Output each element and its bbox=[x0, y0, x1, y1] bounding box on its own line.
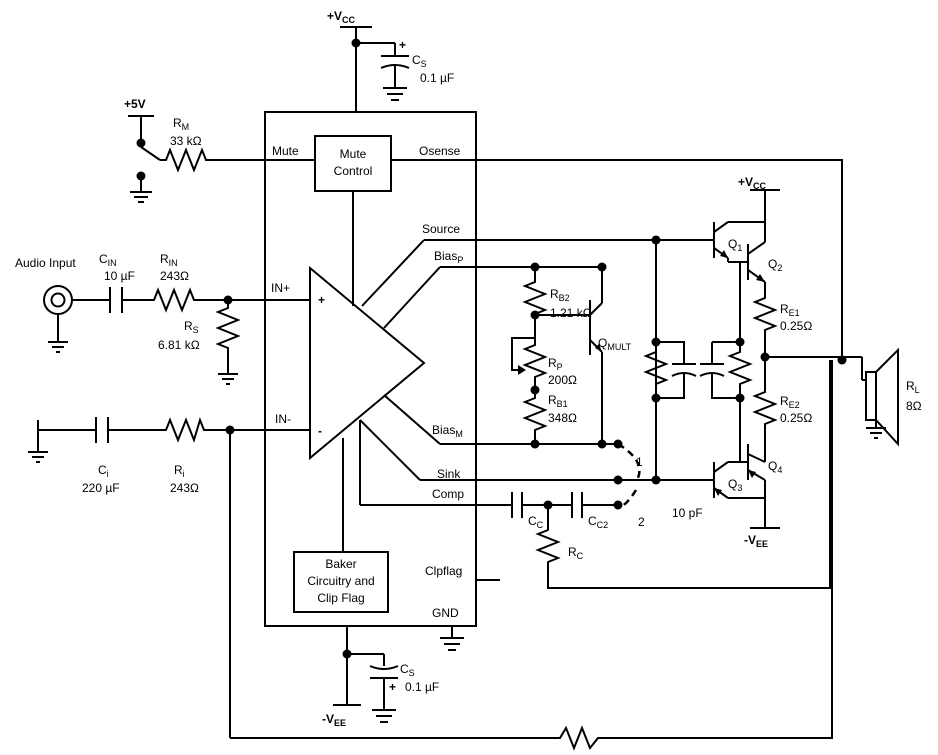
rc-name: RC bbox=[568, 545, 584, 561]
rm-name: RM bbox=[173, 116, 189, 132]
rp-value: 200Ω bbox=[548, 373, 577, 387]
rp-resistor[interactable] bbox=[522, 315, 548, 390]
rin-resistor bbox=[150, 287, 265, 313]
driver-resistor-left bbox=[643, 342, 669, 398]
sink-node[interactable] bbox=[613, 475, 623, 485]
pin-comp-label: Comp bbox=[432, 487, 464, 501]
rm-value: 33 kΩ bbox=[170, 134, 202, 148]
cin-value: 10 µF bbox=[104, 269, 135, 283]
vcc-right-label: +VCC bbox=[738, 175, 767, 191]
driver-resistor-right bbox=[727, 342, 753, 398]
rb2-value: 1.21 kΩ bbox=[550, 306, 592, 320]
rb1-value: 348Ω bbox=[548, 411, 577, 425]
rs-resistor bbox=[215, 300, 241, 374]
mute-control-line1: Mute bbox=[340, 147, 367, 161]
jumper-2-label: 2 bbox=[638, 515, 645, 529]
re1-resistor bbox=[752, 282, 778, 357]
ci-value: 220 µF bbox=[82, 481, 120, 495]
cc-name: CC bbox=[528, 514, 544, 530]
ic-body bbox=[264, 111, 477, 627]
baker-line2: Circuitry and bbox=[307, 574, 374, 588]
pin-inminus-label: IN- bbox=[275, 412, 291, 426]
pin-source-label: Source bbox=[422, 222, 460, 236]
vee-bottom-label: -VEE bbox=[322, 712, 346, 728]
vee-right-label: -VEE bbox=[744, 533, 768, 549]
rin-name: RIN bbox=[160, 252, 178, 268]
re2-name: RE2 bbox=[780, 394, 800, 410]
q4-name: Q4 bbox=[768, 459, 782, 475]
cs-bottom-plus: + bbox=[389, 680, 396, 694]
rs-name: RS bbox=[184, 319, 199, 335]
rb2-name: RB2 bbox=[550, 287, 570, 303]
cs-bottom-value: 0.1 µF bbox=[405, 680, 439, 694]
cin-name: CIN bbox=[99, 252, 117, 268]
q2-name: Q2 bbox=[768, 257, 782, 273]
re2-resistor bbox=[752, 357, 778, 462]
plus5v-label: +5V bbox=[124, 97, 146, 111]
q3-name: Q3 bbox=[728, 477, 742, 493]
cs-top-plus: + bbox=[399, 38, 406, 52]
speaker-cone bbox=[875, 347, 899, 447]
re1-value: 0.25Ω bbox=[780, 319, 812, 333]
cs-bottom-plate1 bbox=[369, 665, 399, 670]
cap-10pf-label: 10 pF bbox=[672, 506, 703, 520]
cc2-name: CC2 bbox=[588, 514, 608, 530]
pin-osense-label: Osense bbox=[419, 144, 461, 158]
re2-value: 0.25Ω bbox=[780, 411, 812, 425]
cs-top-plate2 bbox=[380, 64, 410, 69]
audio-jack-outer[interactable] bbox=[43, 285, 73, 315]
cs-top-name: CS bbox=[412, 53, 427, 69]
rb1-name: RB1 bbox=[548, 393, 568, 409]
baker-line3: Clip Flag bbox=[317, 591, 364, 605]
jumper-node-bottom[interactable] bbox=[613, 500, 623, 510]
opamp-triangle bbox=[309, 265, 426, 461]
feedback-resistor bbox=[230, 360, 833, 751]
rs-value: 6.81 kΩ bbox=[158, 338, 200, 352]
jumper-1-dashed bbox=[617, 442, 641, 483]
cs-top-value: 0.1 µF bbox=[420, 71, 454, 85]
jumper-1-label: 1 bbox=[636, 455, 643, 469]
rp-name: RP bbox=[548, 356, 563, 372]
rl-name: RL bbox=[906, 379, 920, 395]
rm-resistor bbox=[160, 147, 210, 173]
rl-value: 8Ω bbox=[906, 399, 922, 413]
baker-line1: Baker bbox=[325, 557, 356, 571]
pin-gnd-label: GND bbox=[432, 606, 459, 620]
mute-switch-lever[interactable] bbox=[140, 146, 161, 161]
baker-circuitry-box bbox=[293, 551, 389, 613]
qmult-name: QMULT bbox=[598, 336, 632, 352]
re1-name: RE1 bbox=[780, 302, 800, 318]
rb1-resistor bbox=[522, 390, 548, 444]
cs-bottom-name: CS bbox=[400, 662, 415, 678]
pin-inplus-label: IN+ bbox=[271, 281, 290, 295]
opamp-minus-sign: - bbox=[318, 424, 322, 438]
speaker-magnet bbox=[865, 371, 877, 421]
rin-value: 243Ω bbox=[160, 269, 189, 283]
pin-sink-label: Sink bbox=[437, 467, 461, 481]
mute-switch-bottom-contact bbox=[136, 171, 146, 181]
rc-resistor bbox=[535, 360, 831, 589]
ri-name: Ri bbox=[174, 463, 185, 479]
mute-switch-top-contact bbox=[136, 138, 146, 148]
opamp-plus-sign: + bbox=[318, 293, 325, 307]
pin-clpflag-label: Clpflag bbox=[425, 564, 462, 578]
pin-biasm-label: BiasM bbox=[432, 423, 463, 439]
ri-value: 243Ω bbox=[170, 481, 199, 495]
ci-name: Ci bbox=[98, 463, 109, 479]
q1-name: Q1 bbox=[728, 237, 742, 253]
audio-jack-inner bbox=[50, 292, 66, 308]
pin-biasp-label: BiasP bbox=[434, 249, 463, 265]
ri-resistor bbox=[162, 416, 265, 444]
vcc-top-label: +VCC bbox=[327, 9, 356, 25]
audio-input-label: Audio Input bbox=[15, 256, 76, 270]
mute-control-line2: Control bbox=[334, 164, 373, 178]
pin-mute-label: Mute bbox=[272, 144, 299, 158]
